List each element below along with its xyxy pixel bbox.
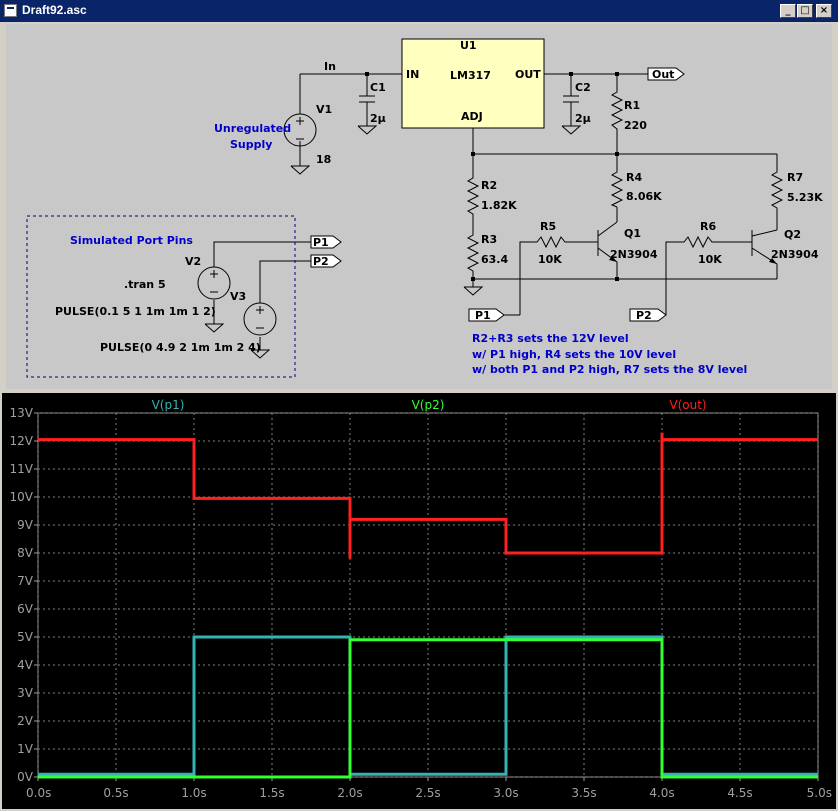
r2-value: 1.82K — [481, 199, 517, 212]
x-tick-label: 4.5s — [727, 786, 752, 800]
r7-value: 5.23K — [787, 191, 823, 204]
y-tick-label: 9V — [17, 518, 34, 532]
u1-pin-in: IN — [406, 68, 419, 81]
p1-out-label: P1 — [313, 236, 329, 249]
r1-value: 220 — [624, 119, 647, 132]
x-tick-label: 1.5s — [259, 786, 284, 800]
x-tick-label: 1.0s — [181, 786, 206, 800]
r2-ref: R2 — [481, 179, 497, 192]
r4-value: 8.06K — [626, 190, 662, 203]
note-10v: w/ P1 high, R4 sets the 10V level — [472, 348, 676, 361]
r3-ref: R3 — [481, 233, 497, 246]
y-tick-label: 5V — [17, 630, 34, 644]
net-flag-p1-in[interactable] — [468, 308, 505, 322]
y-tick-label: 2V — [17, 714, 34, 728]
r4-ref: R4 — [626, 171, 642, 184]
c2-value: 2µ — [575, 112, 591, 125]
x-tick-label: 3.0s — [493, 786, 518, 800]
window-title: Draft92.asc — [22, 3, 87, 17]
u1-pin-out: OUT — [515, 68, 541, 81]
y-tick-label: 4V — [17, 658, 34, 672]
net-flag-p2-out[interactable] — [310, 254, 342, 268]
x-tick-label: 0.0s — [26, 786, 51, 800]
r6-value: 10K — [698, 253, 722, 266]
minimize-button[interactable]: _ — [780, 4, 796, 18]
net-flag-out[interactable] — [647, 67, 685, 81]
r5-value: 10K — [538, 253, 562, 266]
waveform-pane[interactable]: 0V 1V 2V 3V 4V 5V 6V 7V 8V 9V 10V 11V 12V 13V 0.0s 0.5… — [2, 393, 836, 809]
plot-grid — [37, 412, 819, 778]
trace-legend: V(p1) V(p2) V(out) — [152, 398, 707, 412]
v1-value: 18 — [316, 153, 331, 166]
q1-part: 2N3904 — [610, 248, 658, 261]
tran-directive[interactable]: .tran 5 — [124, 278, 166, 291]
v3-ref: V3 — [230, 290, 246, 303]
maximize-button[interactable]: □ — [797, 4, 813, 18]
v1-ref: V1 — [316, 103, 332, 116]
traces — [38, 432, 818, 779]
r5-ref: R5 — [540, 220, 556, 233]
window-title-bar[interactable]: Draft92.asc _ □ × — [0, 0, 838, 22]
q2-part: 2N3904 — [771, 248, 819, 261]
x-tick-label: 5.0s — [807, 786, 832, 800]
schematic-pane[interactable]: U1 LM317 IN OUT ADJ In Out P1 P2 P1 P2 C… — [6, 24, 832, 389]
q2-ref: Q2 — [784, 228, 801, 241]
port-pins-comment: Simulated Port Pins — [70, 234, 193, 247]
y-tick-label: 10V — [10, 490, 34, 504]
y-tick-label: 7V — [17, 574, 34, 588]
close-button[interactable]: × — [816, 4, 832, 18]
y-tick-label: 6V — [17, 602, 34, 616]
y-tick-label: 11V — [10, 462, 34, 476]
y-axis-ticks: 0V 1V 2V 3V 4V 5V 6V 7V 8V 9V 10V 11V 12V 13V — [10, 406, 38, 784]
unregulated-comment-line2: Supply — [230, 138, 272, 151]
schematic-app-icon — [4, 4, 17, 17]
net-flag-p1-out[interactable] — [310, 235, 342, 249]
trace-vp2[interactable] — [38, 638, 818, 779]
r6-ref: R6 — [700, 220, 716, 233]
p1-in-label: P1 — [475, 309, 491, 322]
c2-ref: C2 — [575, 81, 591, 94]
y-tick-label: 0V — [17, 770, 34, 784]
u1-part: LM317 — [450, 69, 491, 82]
y-tick-label: 1V — [17, 742, 34, 756]
legend-vout[interactable]: V(out) — [669, 398, 706, 412]
net-flag-out-label: Out — [652, 68, 674, 81]
net-flag-p2-in[interactable] — [629, 308, 667, 322]
note-12v: R2+R3 sets the 12V level — [472, 332, 629, 345]
v3-pulse-value: PULSE(0 4.9 2 1m 1m 2 4) — [100, 341, 261, 354]
r3-value: 63.4 — [481, 253, 508, 266]
net-label-in: In — [324, 60, 336, 73]
v2-pulse-value: PULSE(0.1 5 1 1m 1m 1 2) — [55, 305, 216, 318]
x-tick-label: 0.5s — [103, 786, 128, 800]
q1-ref: Q1 — [624, 227, 641, 240]
r7-ref: R7 — [787, 171, 803, 184]
c1-ref: C1 — [370, 81, 386, 94]
y-tick-label: 12V — [10, 434, 34, 448]
p2-out-label: P2 — [313, 255, 329, 268]
trace-vout[interactable] — [38, 432, 818, 559]
pane-splitter[interactable] — [0, 389, 838, 393]
note-8v: w/ both P1 and P2 high, R7 sets the 8V l… — [472, 363, 747, 376]
x-axis-ticks: 0.0s 0.5s 1.0s 1.5s 2.0s 2.5s 3.0s 3.5s 4.0s 4.5s… — [26, 777, 832, 800]
unregulated-comment-line1: Unregulated — [214, 122, 291, 135]
x-tick-label: 3.5s — [571, 786, 596, 800]
v2-ref: V2 — [185, 255, 201, 268]
port-pins-frame — [26, 215, 296, 378]
c1-value: 2µ — [370, 112, 386, 125]
x-tick-label: 2.0s — [337, 786, 362, 800]
y-tick-label: 8V — [17, 546, 34, 560]
r1-ref: R1 — [624, 99, 640, 112]
waveform-chart[interactable]: 0V 1V 2V 3V 4V 5V 6V 7V 8V 9V 10V 11V 12V 13V 0.0s 0.5… — [2, 393, 836, 809]
u1-pin-adj: ADJ — [461, 110, 483, 123]
y-tick-label: 3V — [17, 686, 34, 700]
p2-in-label: P2 — [636, 309, 652, 322]
x-tick-label: 2.5s — [415, 786, 440, 800]
legend-vp2[interactable]: V(p2) — [412, 398, 445, 412]
x-tick-label: 4.0s — [649, 786, 674, 800]
legend-vp1[interactable]: V(p1) — [152, 398, 185, 412]
u1-ref: U1 — [460, 39, 477, 52]
lm317-regulator-block[interactable] — [401, 38, 545, 129]
y-tick-label: 13V — [10, 406, 34, 420]
